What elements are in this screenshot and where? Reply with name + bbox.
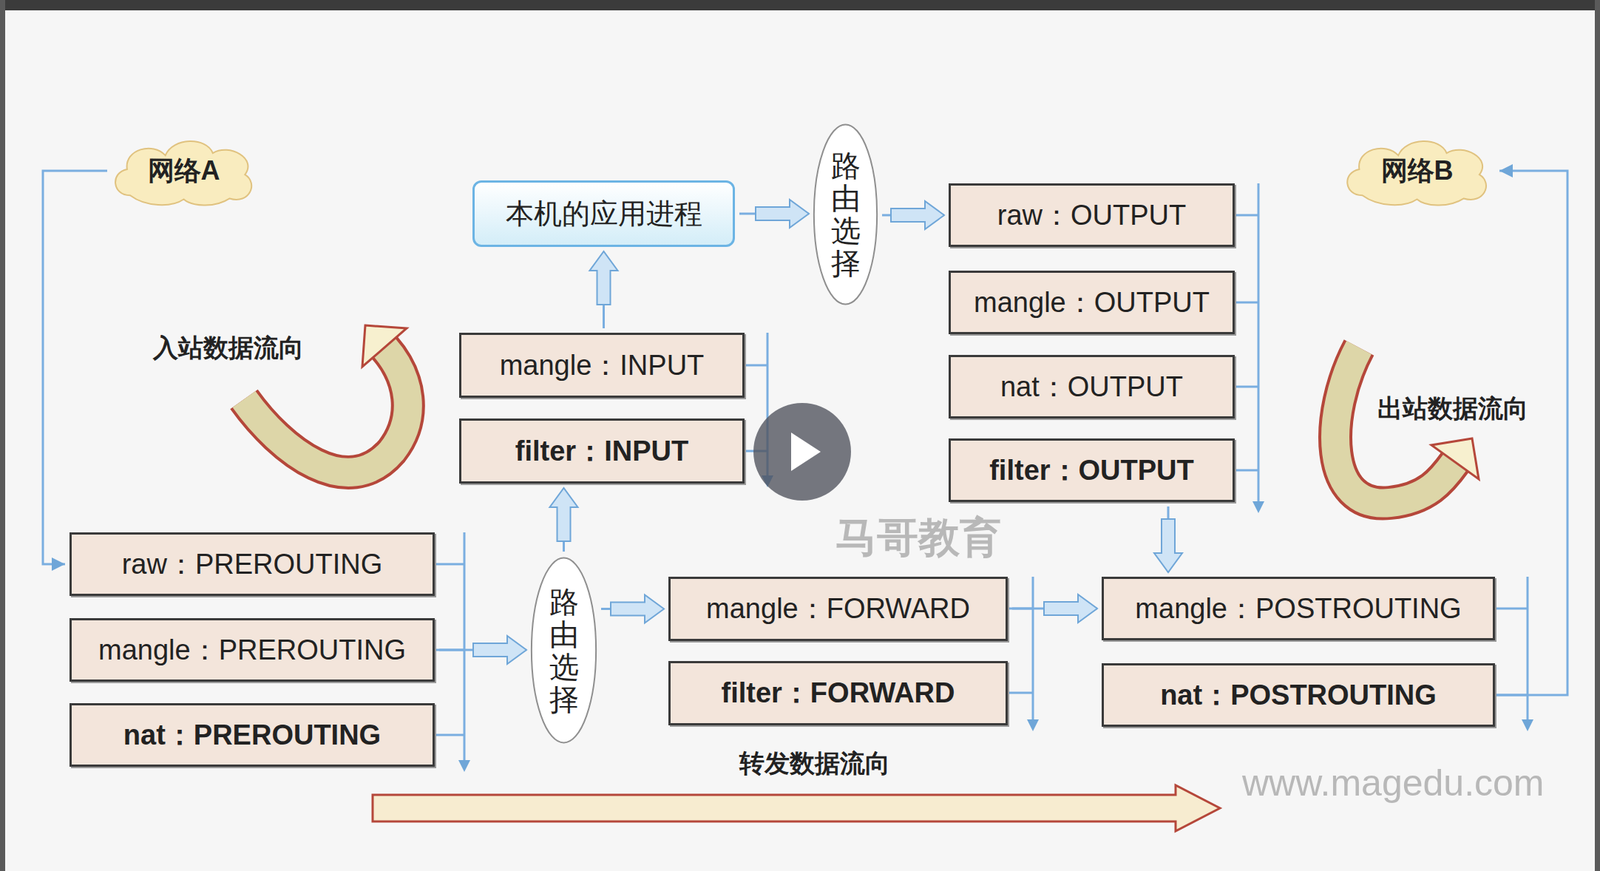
node-text: 路由选择 bbox=[831, 149, 861, 280]
flow-connector bbox=[590, 251, 619, 329]
bracket-line bbox=[1495, 576, 1528, 721]
chain-box: raw：PREROUTING bbox=[69, 532, 435, 596]
node-text: mangle：OUTPUT bbox=[973, 283, 1210, 322]
frame-edge bbox=[1594, 0, 1600, 871]
frame-bar bbox=[0, 0, 1600, 11]
node-text: nat：PREROUTING bbox=[123, 716, 381, 755]
node-text: mangle：FORWARD bbox=[706, 590, 971, 628]
arrowhead bbox=[1521, 719, 1534, 732]
flow-head bbox=[1431, 438, 1479, 480]
node-text: mangle：PREROUTING bbox=[98, 631, 406, 670]
chain-box: filter：OUTPUT bbox=[948, 438, 1235, 503]
node-text: filter：OUTPUT bbox=[989, 451, 1195, 490]
flow-connector bbox=[601, 595, 664, 624]
forward-flow-arrow bbox=[372, 785, 1220, 832]
routing-ellipse: 路由选择 bbox=[530, 556, 597, 745]
node-text: filter：FORWARD bbox=[721, 674, 956, 713]
bracket-line bbox=[434, 532, 465, 762]
block-arrow bbox=[473, 635, 527, 664]
arrowhead bbox=[1252, 501, 1265, 514]
bracket-line bbox=[1007, 576, 1033, 721]
chain-box: mangle：FORWARD bbox=[668, 576, 1008, 642]
chain-brackets bbox=[434, 183, 1528, 762]
flow-connector bbox=[1012, 594, 1098, 623]
node-text: raw：PREROUTING bbox=[121, 545, 383, 584]
flow-label: 转发数据流向 bbox=[739, 746, 891, 781]
arrowhead bbox=[51, 557, 66, 571]
block-arrow bbox=[1043, 594, 1098, 623]
flow-connector bbox=[42, 170, 108, 571]
chain-box: raw：OUTPUT bbox=[948, 183, 1235, 247]
flow-head bbox=[362, 325, 407, 367]
flow-band bbox=[1335, 347, 1456, 504]
chain-box: mangle：PREROUTING bbox=[69, 618, 435, 682]
arrowhead bbox=[1026, 719, 1039, 732]
block-arrow bbox=[755, 199, 809, 228]
chain-box: nat：PREROUTING bbox=[69, 703, 435, 767]
ellipse-outline bbox=[814, 124, 877, 304]
bracket-heads bbox=[458, 475, 1534, 772]
cloud-outline bbox=[1347, 141, 1487, 205]
chain-box: mangle：INPUT bbox=[459, 332, 745, 398]
chain-box: mangle：OUTPUT bbox=[948, 270, 1235, 335]
node-text: 本机的应用进程 bbox=[505, 195, 703, 233]
cloud-outline bbox=[115, 141, 252, 205]
block-arrow bbox=[590, 251, 619, 305]
node-text: raw：OUTPUT bbox=[997, 196, 1186, 235]
node-text: mangle：POSTROUTING bbox=[1134, 590, 1461, 628]
connector-line bbox=[42, 170, 108, 565]
flow-band bbox=[243, 347, 409, 473]
chain-box: nat：POSTROUTING bbox=[1101, 663, 1496, 727]
chain-box: nat：OUTPUT bbox=[948, 354, 1235, 419]
watermark: 马哥教育 bbox=[835, 510, 1002, 567]
arrowhead bbox=[458, 760, 471, 772]
outbound-flow-arrow bbox=[1335, 347, 1479, 504]
flow-label: 入站数据流向 bbox=[153, 331, 304, 366]
node-text: 路由选择 bbox=[549, 585, 579, 716]
flow-connector bbox=[1495, 164, 1568, 696]
play-circle bbox=[753, 402, 852, 501]
flow-label: 出站数据流向 bbox=[1377, 391, 1529, 426]
process-box: 本机的应用进程 bbox=[472, 180, 735, 247]
node-text: nat：POSTROUTING bbox=[1160, 676, 1437, 715]
frame-edge bbox=[0, 0, 6, 871]
chain-box: mangle：POSTROUTING bbox=[1101, 576, 1496, 641]
play-triangle bbox=[791, 432, 821, 471]
node-text: 网络B bbox=[1381, 153, 1454, 190]
block-arrow bbox=[1154, 519, 1183, 573]
node-text: mangle：INPUT bbox=[499, 346, 705, 385]
flow-band-outline bbox=[243, 347, 409, 473]
bracket-line bbox=[1234, 183, 1259, 503]
watermark: www.magedu.com bbox=[1242, 761, 1545, 805]
flow-band-outline bbox=[1335, 347, 1456, 504]
flow-connector bbox=[882, 201, 945, 230]
block-arrow bbox=[890, 201, 945, 230]
block-arrow bbox=[550, 487, 579, 542]
flow-connector bbox=[550, 487, 579, 552]
node-text: filter：INPUT bbox=[515, 432, 689, 471]
arrowhead bbox=[1499, 164, 1513, 178]
node-text: nat：OUTPUT bbox=[1000, 368, 1183, 406]
flow-connector bbox=[439, 635, 527, 664]
network-cloud: 网络A bbox=[107, 132, 261, 210]
chain-box: filter：INPUT bbox=[459, 418, 745, 484]
chain-box: filter：FORWARD bbox=[668, 660, 1008, 726]
flow-connector bbox=[739, 199, 809, 228]
play-button bbox=[753, 402, 852, 501]
connector-line bbox=[1495, 170, 1568, 696]
node-text: 网络A bbox=[147, 153, 221, 190]
block-arrow bbox=[610, 595, 664, 624]
flow-connector bbox=[1154, 506, 1183, 573]
ellipse-outline bbox=[531, 558, 596, 744]
network-cloud: 网络B bbox=[1339, 132, 1496, 210]
routing-ellipse: 路由选择 bbox=[813, 122, 878, 307]
